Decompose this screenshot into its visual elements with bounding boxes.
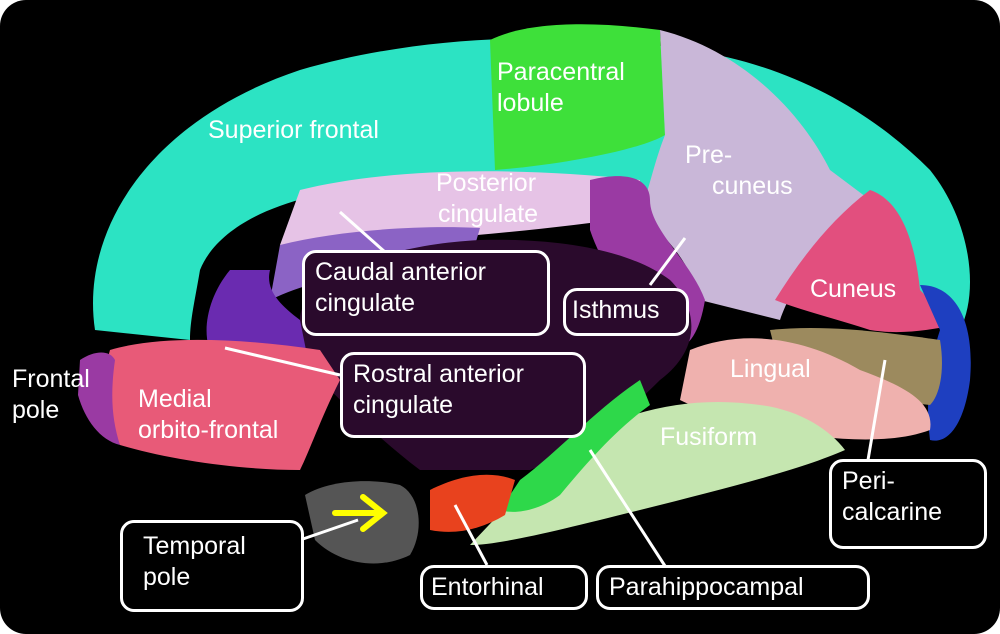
label-pericalcarine: Peri- calcarine — [829, 459, 987, 549]
region-fusiform — [470, 402, 845, 545]
label-posterior-cingulate-line-1: Posterior — [436, 169, 537, 197]
label-precuneus-line-2: cuneus — [712, 172, 793, 200]
label-medial-orbitofrontal: Medial orbito-frontal — [138, 384, 278, 446]
label-paracentral-line-2: lobule — [497, 89, 564, 117]
label-caudal-line-1: Caudal anterior — [315, 258, 486, 286]
pointer-parahippocampal — [588, 449, 667, 567]
label-posterior-cingulate-line-2: cingulate — [438, 200, 539, 228]
pointer-rostral — [224, 346, 341, 377]
label-temporal-pole: Temporal pole — [120, 520, 304, 612]
region-parahippocampal — [500, 380, 650, 512]
label-isthmus: Isthmus — [563, 288, 689, 336]
label-medial-orbitofrontal-line-1: Medial — [138, 385, 212, 413]
pointer-lines — [224, 210, 887, 567]
region-temporal-pole — [305, 481, 419, 564]
pointer-caudal — [339, 210, 386, 254]
label-frontal-pole-line-1: Frontal — [12, 365, 90, 393]
pointer-isthmus — [648, 237, 687, 286]
label-lingual: Lingual — [730, 355, 811, 383]
label-posterior-cingulate: Posterior cingulate — [436, 168, 538, 230]
label-paracentral: Paracentral lobule — [497, 57, 625, 119]
region-entorhinal — [430, 474, 515, 532]
label-caudal-line-2: cingulate — [315, 289, 416, 317]
label-precuneus: Pre- cuneus — [685, 140, 793, 202]
label-rostral-anterior-cingulate: Rostral anterior cingulate — [340, 352, 586, 438]
label-medial-orbitofrontal-line-2: orbito-frontal — [138, 416, 279, 444]
label-pericalcarine-line-1: Peri- — [842, 467, 895, 495]
label-rostral-line-2: cingulate — [353, 391, 454, 419]
label-rostral-line-1: Rostral anterior — [353, 360, 524, 388]
label-caudal-anterior-cingulate: Caudal anterior cingulate — [302, 250, 550, 336]
region-posterior-cingulate — [280, 171, 640, 249]
label-frontal-pole: Frontal pole — [12, 364, 90, 426]
label-superior-frontal: Superior frontal — [208, 116, 379, 144]
pointer-entorhinal — [453, 504, 489, 566]
region-pericalcarine — [770, 328, 942, 405]
pointer-temporal — [299, 518, 359, 542]
region-frontal-pole — [78, 352, 120, 445]
temporal-pole-arrow — [332, 494, 388, 532]
label-paracentral-line-1: Paracentral — [497, 58, 625, 86]
region-paracentral — [490, 24, 665, 170]
label-pericalcarine-line-2: calcarine — [842, 498, 943, 526]
region-cuneus — [775, 190, 955, 333]
label-cuneus: Cuneus — [810, 275, 897, 303]
pointer-pericalcarine — [866, 359, 887, 461]
label-entorhinal: Entorhinal — [420, 565, 588, 610]
region-medial-orbitofrontal — [104, 339, 340, 470]
label-temporal-pole-line-1: Temporal — [143, 532, 246, 560]
label-temporal-pole-line-2: pole — [143, 563, 191, 591]
label-precuneus-line-1: Pre- — [685, 141, 733, 169]
label-fusiform: Fusiform — [660, 423, 758, 451]
label-frontal-pole-line-2: pole — [12, 396, 60, 424]
label-parahippocampal: Parahippocampal — [596, 565, 870, 610]
